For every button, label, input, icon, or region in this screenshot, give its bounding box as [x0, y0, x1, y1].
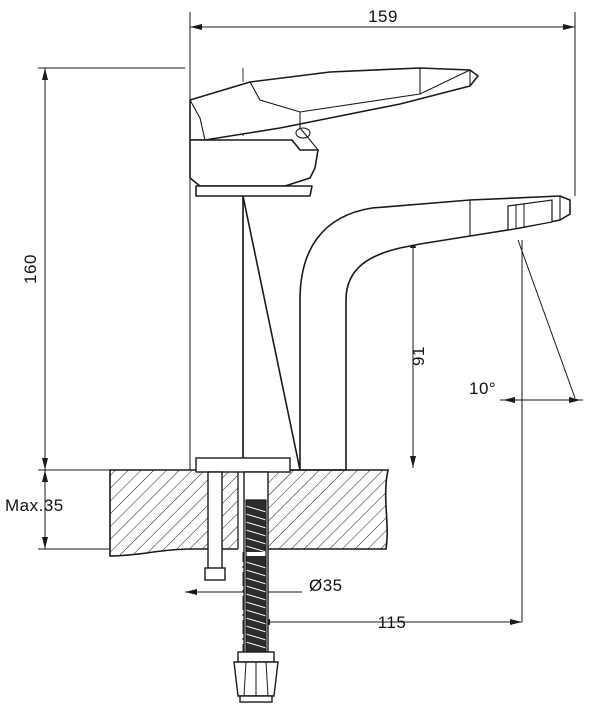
dim-label-angle: 10°: [469, 379, 496, 398]
hose-connector-nut: [233, 651, 279, 703]
dim-label-115: 115: [378, 613, 407, 632]
lever-handle: [189, 67, 479, 141]
dim-label-91: 91: [409, 346, 428, 366]
dim-label-159: 159: [368, 7, 398, 26]
threaded-rod-texture: [245, 499, 267, 653]
handle-base: [189, 139, 319, 187]
dim-label-max35: Max.35: [5, 496, 64, 515]
handle-detail-lines: [189, 68, 471, 151]
angle-leader-line: [517, 239, 576, 399]
aerator: [507, 199, 553, 231]
dim-label-160: 160: [21, 254, 40, 284]
spout-body: [242, 195, 571, 471]
cartridge-neck: [195, 185, 313, 197]
dim-label-d35: Ø35: [309, 576, 343, 595]
